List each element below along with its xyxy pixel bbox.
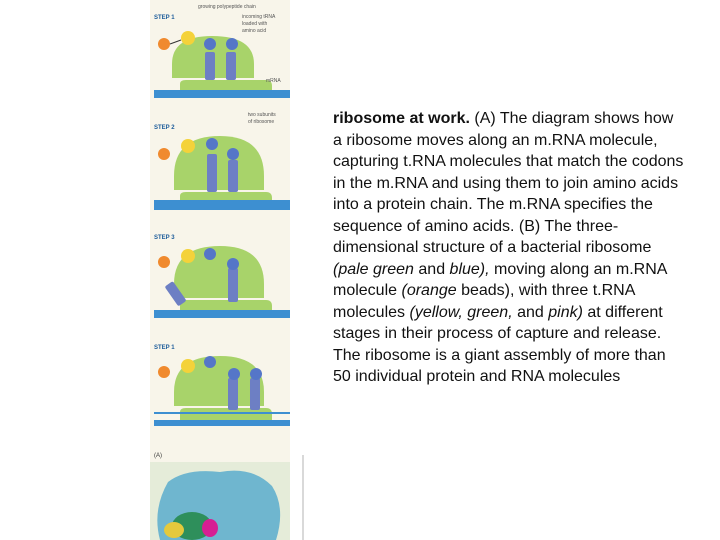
trna-pink [202, 519, 218, 537]
amino-acid-bead [181, 31, 195, 45]
trna [228, 160, 238, 192]
mrna-codons [154, 412, 290, 420]
caption-text: moving along an m.RNA molecule [333, 260, 667, 300]
caption-text: and [512, 303, 549, 321]
trna-label-line2: loaded with [242, 21, 268, 27]
amino-acid-bead [204, 356, 216, 368]
amino-acid-bead [158, 256, 170, 268]
amino-acid-bead [181, 249, 195, 263]
step-1-repeat-diagram: STEP 1 (A) [154, 345, 290, 459]
step-1-diagram: STEP 1 growing polypeptide chain incomin… [154, 4, 290, 125]
trna [205, 52, 215, 80]
mrna-strand [154, 312, 290, 318]
ribosome-figure-panel: STEP 1 growing polypeptide chain incomin… [150, 0, 290, 540]
large-subunit [174, 136, 264, 190]
step-label: STEP 1 [154, 15, 175, 21]
step-2-diagram: STEP 2 [154, 125, 290, 210]
trna [207, 154, 217, 192]
figure-caption: ribosome at work. (A) The diagram shows … [333, 108, 685, 388]
caption-italic: (orange [401, 282, 457, 299]
amino-acid-bead [226, 38, 238, 50]
amino-acid-bead [228, 368, 240, 380]
large-subunit [174, 246, 264, 298]
amino-acid-bead [181, 139, 195, 153]
caption-text: and [413, 260, 450, 278]
subunits-label-line1: two subunits [248, 112, 276, 118]
amino-acid-bead [227, 258, 239, 270]
amino-acid-bead [158, 148, 170, 160]
mrna-label: mRNA [266, 78, 281, 84]
divider-line [302, 455, 304, 540]
mrna-codons [154, 196, 290, 204]
step-label: STEP 1 [154, 345, 175, 351]
mrna-strand [154, 420, 290, 426]
trna-label-line1: incoming tRNA [242, 14, 276, 20]
caption-text: (A) The diagram shows how a ribosome mov… [333, 110, 684, 256]
trna-label-line3: amino acid [242, 28, 266, 34]
mrna-strand [154, 204, 290, 210]
trna-yellow [164, 522, 184, 538]
trna [226, 52, 236, 80]
ribosome-diagram: STEP 1 growing polypeptide chain incomin… [150, 4, 290, 540]
released-trna [165, 281, 186, 306]
caption-text: at different stages in their process of … [333, 303, 666, 386]
caption-text: beads), with three t.RNA molecules [333, 282, 635, 321]
step-label: STEP 2 [154, 125, 175, 131]
trna [228, 268, 238, 302]
polypeptide-label: growing polypeptide chain [198, 4, 256, 10]
amino-acid-bead [206, 138, 218, 150]
large-subunit [174, 356, 264, 406]
mrna-strand [154, 92, 290, 98]
caption-lead: ribosome at work. [333, 110, 470, 127]
caption-italic: blue), [449, 260, 490, 278]
mrna-codons [154, 84, 290, 92]
amino-acid-bead [227, 148, 239, 160]
mrna-codons [154, 304, 290, 312]
panel-a-label: (A) [154, 453, 162, 459]
step-3-diagram: STEP 3 [154, 235, 290, 318]
step-label: STEP 3 [154, 235, 175, 241]
amino-acid-bead [250, 368, 262, 380]
amino-acid-bead [204, 248, 216, 260]
trna [228, 378, 238, 410]
caption-italic: (pale green [333, 260, 414, 278]
trna [250, 378, 260, 410]
caption-italic: pink) [548, 303, 583, 321]
amino-acid-bead [158, 366, 170, 378]
ribosome-3d-structure-image [150, 462, 290, 540]
amino-acid-bead [204, 38, 216, 50]
subunits-label-line2: of ribosome [248, 119, 274, 125]
amino-acid-bead [181, 359, 195, 373]
caption-italic: (yellow, green, [409, 303, 513, 321]
amino-acid-bead [158, 38, 170, 50]
